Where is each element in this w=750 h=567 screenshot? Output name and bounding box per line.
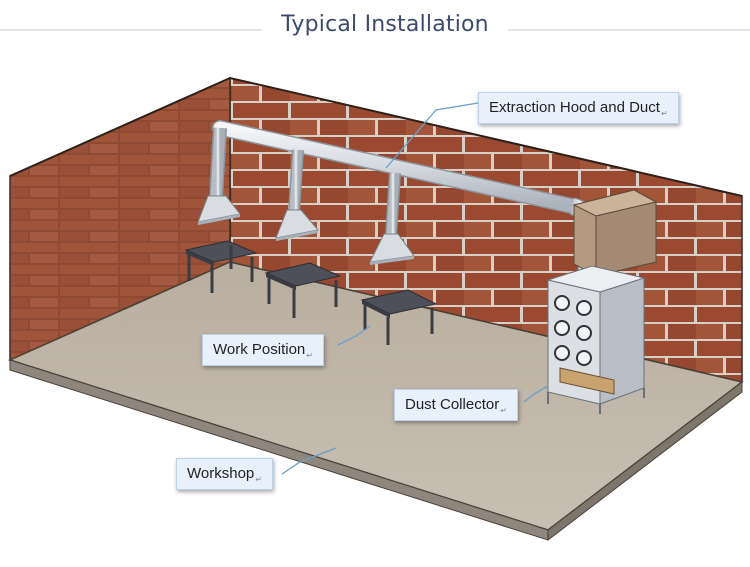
leader-hood-duct — [385, 102, 479, 169]
callout-label: Extraction Hood and Duct — [489, 99, 660, 116]
callout-label: Dust Collector — [405, 396, 500, 413]
callout-work-position: Work Position↵ — [202, 334, 324, 366]
leader-workshop — [281, 447, 337, 475]
work-table-1 — [184, 240, 258, 293]
work-table-3 — [360, 289, 438, 345]
callout-mark-icon: ↵ — [500, 406, 507, 415]
callout-mark-icon: ↵ — [306, 351, 313, 360]
callout-mark-icon: ↵ — [660, 109, 668, 118]
callout-mark-icon: ↵ — [255, 475, 262, 484]
header: Typical Installation — [0, 0, 750, 58]
callout-label: Workshop — [187, 465, 255, 482]
callout-extraction-hood-and-duct: Extraction Hood and Duct↵ — [478, 92, 679, 124]
work-table-2 — [264, 262, 342, 318]
page-title: Typical Installation — [281, 12, 489, 37]
title-divider-left — [0, 29, 262, 31]
callout-dust-collector: Dust Collector↵ — [394, 389, 518, 421]
callout-label: Work Position — [213, 341, 306, 358]
leader-dust-collector — [523, 385, 549, 403]
hood-1 — [197, 195, 241, 225]
dust-collector — [546, 189, 658, 414]
title-divider-right — [508, 29, 750, 31]
hood-3 — [369, 233, 415, 265]
hood-2 — [275, 209, 319, 241]
callout-workshop: Workshop↵ — [176, 458, 273, 490]
leader-work-position — [337, 325, 371, 346]
